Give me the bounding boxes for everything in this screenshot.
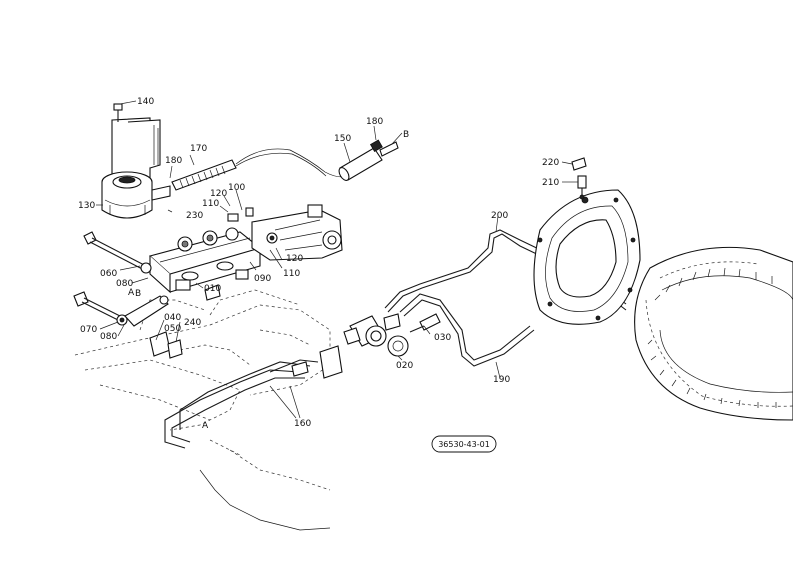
callout-020: 020 bbox=[396, 361, 413, 371]
brake-valve bbox=[343, 313, 441, 357]
callout-110: 110 bbox=[202, 199, 219, 209]
callout-130: 130 bbox=[78, 201, 95, 211]
callout-030: 030 bbox=[434, 333, 451, 343]
leader-lines bbox=[96, 100, 578, 379]
callout-070: 070 bbox=[80, 325, 97, 335]
callout-240: 240 bbox=[184, 318, 201, 328]
callout-210: 210 bbox=[542, 178, 559, 188]
callout-200: 200 bbox=[491, 211, 508, 221]
bolt-070 bbox=[73, 291, 128, 326]
reference-code-box: 36530-43-01 bbox=[431, 435, 497, 453]
bolt-140 bbox=[113, 103, 123, 122]
bolt-060 bbox=[83, 231, 152, 274]
rear-tire bbox=[634, 246, 793, 421]
hose-fitting-150 bbox=[338, 139, 399, 181]
callout-010: 010 bbox=[204, 284, 221, 294]
callout-180: 180 bbox=[165, 156, 182, 166]
callout-140: 140 bbox=[137, 97, 154, 107]
brake-pipe-190 bbox=[399, 293, 535, 367]
bleeder-screw bbox=[571, 157, 587, 200]
callout-160: 160 bbox=[294, 419, 311, 429]
callout-050: 050 bbox=[164, 324, 181, 334]
callout-B: B bbox=[135, 289, 141, 299]
callout-080: 080 bbox=[116, 279, 133, 289]
master-cylinder bbox=[148, 207, 262, 294]
callout-060: 060 bbox=[100, 269, 117, 279]
callout-A: A bbox=[202, 421, 209, 431]
callout-A: A bbox=[128, 288, 135, 298]
callout-220: 220 bbox=[542, 158, 559, 168]
callout-170: 170 bbox=[190, 144, 207, 154]
callout-B: B bbox=[403, 130, 409, 140]
callout-040: 040 bbox=[164, 313, 181, 323]
callout-080: 080 bbox=[100, 332, 117, 342]
brake-lines-160 bbox=[164, 345, 343, 449]
callout-230: 230 bbox=[186, 211, 203, 221]
reservoir-hose bbox=[171, 148, 351, 191]
callout-100: 100 bbox=[228, 183, 245, 193]
callout-150: 150 bbox=[334, 134, 351, 144]
frame-outline bbox=[74, 289, 331, 531]
callout-180: 180 bbox=[366, 117, 383, 127]
pedal-linkage bbox=[124, 284, 221, 359]
mounting-bracket bbox=[251, 204, 343, 261]
callout-120: 120 bbox=[286, 254, 303, 264]
reservoir-tank bbox=[101, 117, 171, 219]
callout-120: 120 bbox=[210, 189, 227, 199]
callout-090: 090 bbox=[254, 274, 271, 284]
reference-code: 36530-43-01 bbox=[438, 440, 490, 449]
callout-190: 190 bbox=[493, 375, 510, 385]
callout-labels: 140 170 180 130 230 110 120 100 150 180 … bbox=[78, 97, 559, 431]
wheel-hub bbox=[533, 189, 641, 325]
callout-110: 110 bbox=[283, 269, 300, 279]
